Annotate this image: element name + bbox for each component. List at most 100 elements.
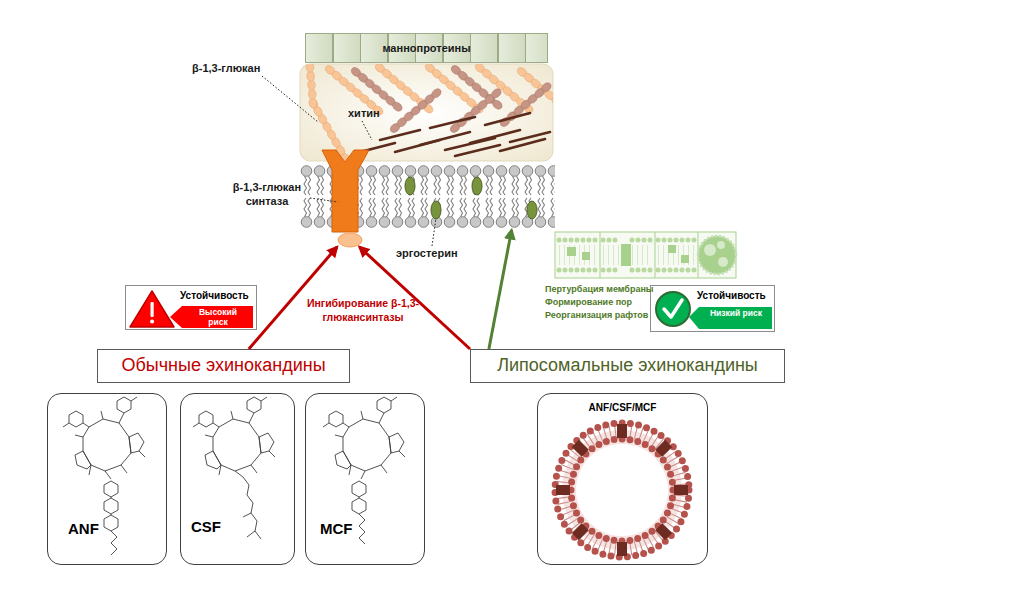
decor-line xyxy=(632,268,652,273)
decor-line xyxy=(243,513,251,517)
csf-structure xyxy=(193,397,275,539)
decor-use xyxy=(449,87,503,134)
anf-structure xyxy=(63,397,145,555)
ergosterol-label: эргостерин xyxy=(396,247,458,259)
decor-polyline xyxy=(361,471,365,479)
synthase-shape xyxy=(322,150,369,232)
decor-rect xyxy=(556,485,570,495)
decor-rect xyxy=(674,485,688,495)
badge-title: Устойчивость xyxy=(180,290,249,301)
badge-title: Устойчивость xyxy=(697,290,766,301)
decor-rect xyxy=(617,542,627,556)
header-text: Обычные эхинокандины xyxy=(98,350,349,381)
decor-circle xyxy=(563,431,681,549)
drug-name: MCF xyxy=(320,520,353,537)
decor-line xyxy=(658,238,695,243)
decor-line xyxy=(310,198,338,202)
decor-ellipse xyxy=(431,201,441,219)
membrane-arrow xyxy=(489,230,512,349)
band-label: маннопротеины xyxy=(306,34,547,62)
decor-line xyxy=(632,245,652,265)
edge-label: Пертурбация мембраны Формирование пор Ре… xyxy=(545,283,655,322)
part-label: хитин xyxy=(348,107,380,119)
decor-circle xyxy=(571,439,673,541)
decor-g xyxy=(556,424,688,556)
decor-circle xyxy=(704,244,716,256)
synthase-node: β-1,3-глюкан синтаза xyxy=(322,150,372,247)
structure-box: MCF xyxy=(305,393,425,565)
decor-line xyxy=(500,139,545,151)
header-text: Липосомальные эхинокандины xyxy=(471,350,784,381)
decor-use xyxy=(104,515,118,531)
decor-line xyxy=(510,132,550,142)
decor-line xyxy=(430,117,475,128)
decor-ellipse xyxy=(472,177,482,195)
decor-polygon xyxy=(170,306,253,328)
decor-rect xyxy=(621,244,631,266)
drug-name: ANF xyxy=(68,520,99,537)
liposome-label: ANF/CSF/MCF xyxy=(538,402,707,413)
decor-use xyxy=(303,64,317,109)
decor-use xyxy=(193,397,275,475)
decor-rect xyxy=(582,252,590,260)
decor-line xyxy=(380,130,420,140)
decor-polygon xyxy=(689,307,772,329)
decor-rect xyxy=(655,523,672,540)
decor-rect xyxy=(617,424,627,438)
decor-circle xyxy=(717,241,725,249)
decor-path xyxy=(664,300,682,317)
part-label: β-1,3-глюкан xyxy=(192,62,260,74)
decor-line xyxy=(603,238,620,243)
group-header: Липосомальные эхинокандины xyxy=(470,349,785,383)
decor-rect xyxy=(555,232,736,278)
decor-use xyxy=(450,64,504,111)
decor-polyline xyxy=(235,471,261,539)
risk-tag: Низкий риск xyxy=(705,308,767,318)
drug-name: CSF xyxy=(191,518,221,535)
decor-line xyxy=(603,268,620,273)
synthase-base xyxy=(338,233,362,247)
decor-circle xyxy=(656,292,690,326)
decor-line xyxy=(600,232,601,278)
decor-use xyxy=(104,481,118,497)
liposome-drawing xyxy=(555,423,689,557)
membrane-node: эргостерин xyxy=(300,163,555,230)
risk-tag: Высокий риск xyxy=(190,307,246,327)
decor-line xyxy=(559,245,597,265)
decor-polygon xyxy=(130,291,174,327)
decor-rect xyxy=(567,247,576,256)
decor-line xyxy=(362,121,372,140)
chitin-fibers xyxy=(360,113,550,156)
decor-circle xyxy=(555,423,689,557)
edge-label: Ингибирование β-1,3-глюкансинтазы xyxy=(293,296,433,324)
decor-ellipse xyxy=(527,201,537,219)
decor-use xyxy=(104,498,118,514)
decor-circle xyxy=(562,430,682,550)
synthase-label: β-1,3-глюкан синтаза xyxy=(225,180,309,208)
decor-line xyxy=(485,113,530,125)
decor-rect xyxy=(151,302,154,317)
decor-line xyxy=(420,132,470,145)
liposome-box: ANF/CSF/MCF xyxy=(537,393,708,565)
group-header: Обычные эхинокандины xyxy=(97,349,350,383)
decor-use xyxy=(352,481,366,497)
decor-line xyxy=(432,218,436,246)
decor-use xyxy=(63,397,145,475)
decor-ellipse xyxy=(405,177,415,195)
structure-box: CSF xyxy=(180,393,295,565)
decor-rect xyxy=(655,440,672,457)
decor-circle xyxy=(150,320,154,324)
decor-polyline xyxy=(111,531,117,555)
decor-use xyxy=(352,498,366,514)
decor-circle xyxy=(576,444,668,536)
membrane-effect-panels xyxy=(555,232,736,278)
ergosterol-molecules xyxy=(405,177,537,219)
decor-line xyxy=(632,238,652,243)
decor-circle xyxy=(718,257,728,267)
decor-line xyxy=(658,268,695,273)
decor-use xyxy=(323,397,405,475)
decor-rect xyxy=(668,245,676,253)
decor-line xyxy=(655,232,656,278)
decor-use xyxy=(350,66,404,113)
